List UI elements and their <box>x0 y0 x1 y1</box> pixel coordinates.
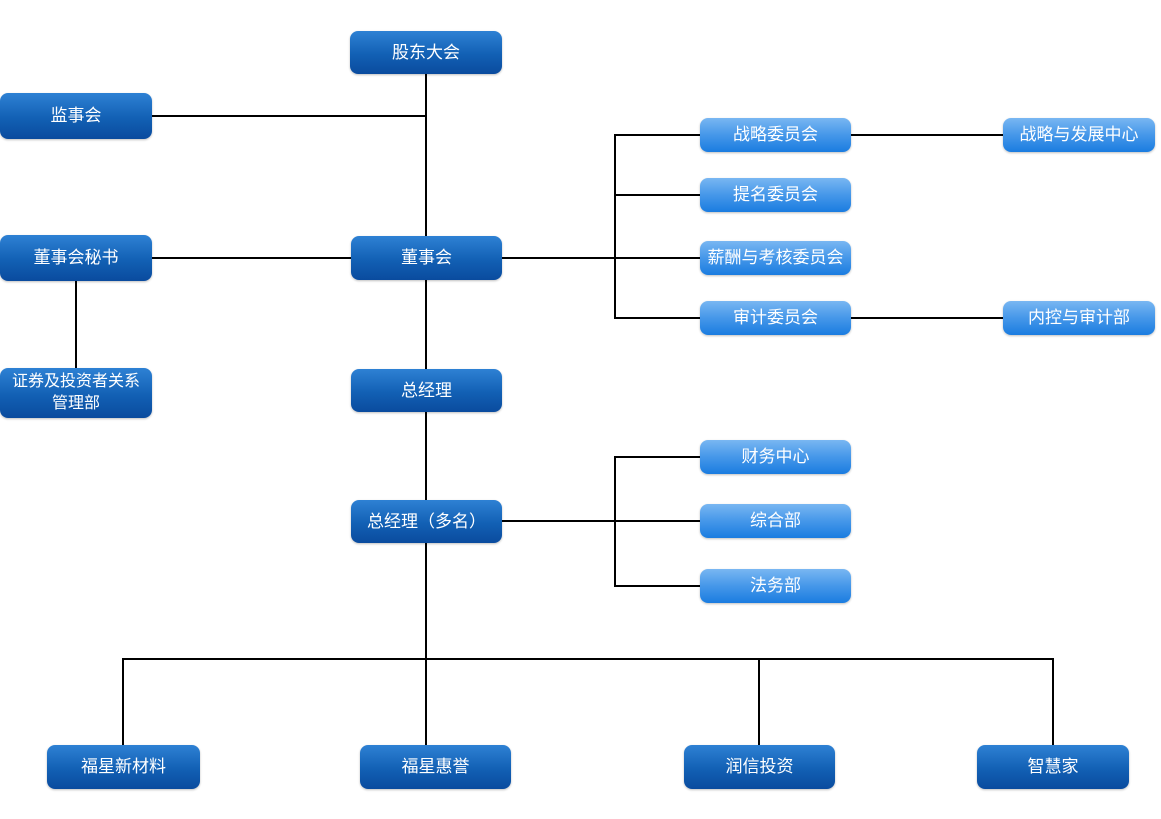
org-node-strategy-committee: 战略委员会 <box>700 118 851 152</box>
org-node-securities-ir-dept: 证券及投资者关系管理部 <box>0 368 152 418</box>
org-node-runxin-investment: 润信投资 <box>684 745 835 789</box>
connector-drop-fuxing-materials <box>122 658 124 745</box>
connector-branch-general <box>615 520 700 522</box>
org-node-nomination-committee: 提名委员会 <box>700 178 851 212</box>
connector-drop-runxin <box>758 658 760 745</box>
connector-audit-internalaudit <box>851 317 1003 319</box>
org-node-legal-dept: 法务部 <box>700 569 851 603</box>
org-node-board-of-directors: 董事会 <box>351 236 502 280</box>
org-node-general-dept: 综合部 <box>700 504 851 538</box>
org-node-general-manager-multiple: 总经理（多名） <box>351 500 502 543</box>
connector-trunk-shareholders-board <box>425 74 427 236</box>
org-node-strategy-dev-center: 战略与发展中心 <box>1003 118 1155 152</box>
connector-drop-zhihuijia <box>1052 658 1054 745</box>
org-node-compensation-committee: 薪酬与考核委员会 <box>700 241 851 275</box>
connector-strategy-devcenter <box>851 134 1003 136</box>
connector-branch-legal <box>615 585 700 587</box>
connector-branch-nomination <box>615 194 700 196</box>
org-node-zhihuijia: 智慧家 <box>977 745 1129 789</box>
connector-gmmulti-depts <box>502 520 615 522</box>
connector-branch-compensation <box>615 257 700 259</box>
org-node-internal-audit-dept: 内控与审计部 <box>1003 301 1155 335</box>
connector-trunk-board-gm <box>425 280 427 369</box>
org-node-supervisory-board: 监事会 <box>0 93 152 139</box>
org-node-shareholders-meeting: 股东大会 <box>350 31 502 74</box>
connector-branch-finance <box>615 456 700 458</box>
connector-board-committees <box>502 257 615 259</box>
connector-subsidiary-bus <box>122 658 1054 660</box>
connector-committee-spine <box>614 134 616 319</box>
connector-branch-audit <box>615 317 700 319</box>
connector-supervisory <box>152 115 426 117</box>
connector-trunk-gm-gmmulti <box>425 412 427 500</box>
org-node-audit-committee: 审计委员会 <box>700 301 851 335</box>
org-node-finance-center: 财务中心 <box>700 440 851 474</box>
connector-trunk-gmmulti-subsidiaries <box>425 543 427 745</box>
connector-secretary-securities <box>75 281 77 368</box>
org-node-fuxing-huiyu: 福星惠誉 <box>360 745 511 789</box>
org-node-board-secretary: 董事会秘书 <box>0 235 152 281</box>
connector-secretary-board <box>152 257 351 259</box>
org-node-general-manager: 总经理 <box>351 369 502 412</box>
org-node-fuxing-new-materials: 福星新材料 <box>47 745 200 789</box>
connector-branch-strategy <box>615 134 700 136</box>
